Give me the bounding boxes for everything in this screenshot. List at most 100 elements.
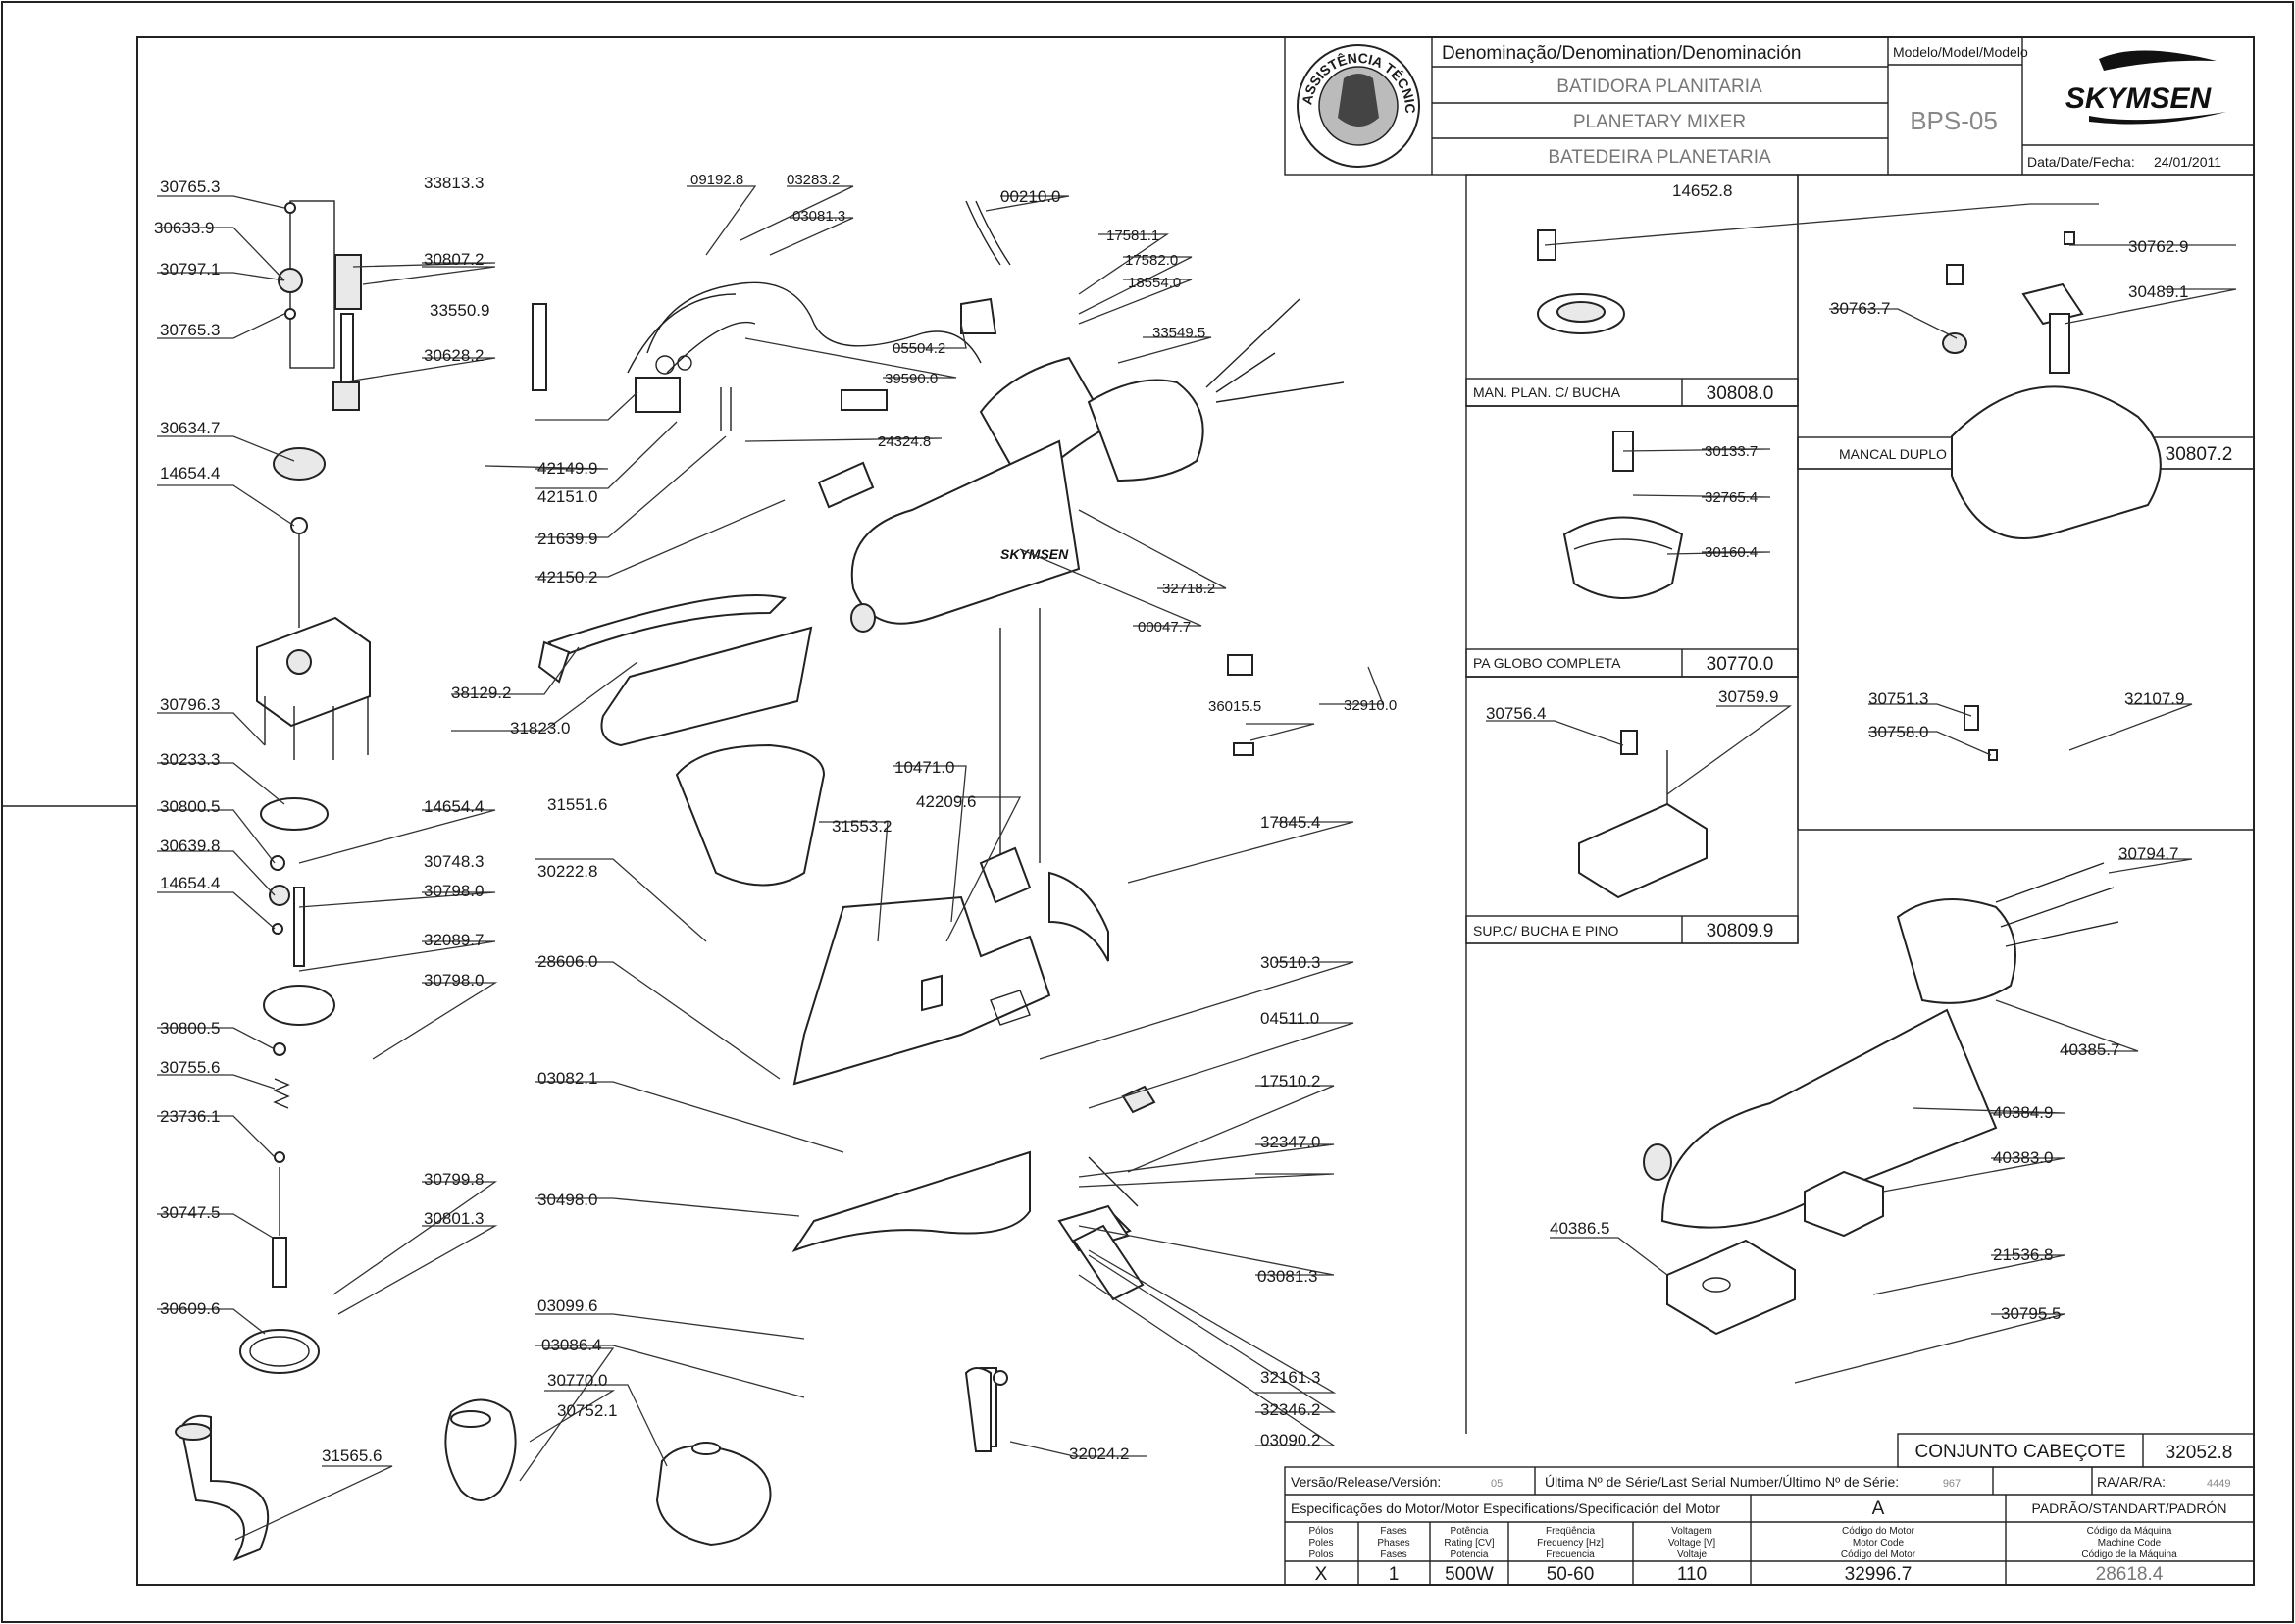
spec-values: X 1 500W 50-60 110 32996.7 28618.4 [1315, 1564, 2164, 1585]
authorized-service-seal: ASSISTÊNCIA TÉCNICA AUTORIZADA [0, 0, 1420, 168]
title-block: ASSISTÊNCIA TÉCNICA AUTORIZADA Denominaç… [0, 0, 2255, 176]
part-label: 33813.3 [424, 174, 484, 192]
svg-text:Código do Motor: Código do Motor [1842, 1526, 1915, 1537]
subassembly-1-name: MAN. PLAN. C/ BUCHA [1473, 384, 1621, 400]
subassembly-panels: MAN. PLAN. C/ BUCHA 30808.0 MANCAL DUPLO… [1465, 174, 2255, 1434]
subassembly-3-name: PA GLOBO COMPLETA [1473, 655, 1621, 671]
svg-text:28618.4: 28618.4 [2096, 1564, 2164, 1585]
svg-text:X: X [1315, 1564, 1328, 1585]
svg-text:Polos: Polos [1308, 1549, 1333, 1560]
part-label: 40386.5 [1550, 1219, 1609, 1238]
svg-text:Código de la Máquina: Código de la Máquina [2081, 1549, 2177, 1560]
part-label: 03082.1 [537, 1069, 597, 1088]
part-label: 30756.4 [1486, 704, 1546, 723]
part-label: 30634.7 [160, 419, 220, 437]
part-label: 30498.0 [537, 1191, 597, 1209]
part-label: 30795.5 [2001, 1304, 2061, 1323]
last-serial-value: 967 [1943, 1478, 1961, 1490]
svg-text:Código da Máquina: Código da Máquina [2087, 1526, 2172, 1537]
svg-text:Pólos: Pólos [1308, 1526, 1333, 1537]
part-label: 30133.7 [1705, 443, 1758, 460]
part-label: 30628.2 [424, 346, 484, 365]
part-label: 31551.6 [547, 795, 607, 814]
date-label: Data/Date/Fecha: [2027, 154, 2135, 170]
part-label: 03081.3 [792, 208, 845, 225]
part-label: 42209.6 [916, 792, 976, 811]
head-brand-mark: SKYMSEN [1000, 546, 1069, 562]
part-label: 04511.0 [1260, 1009, 1319, 1028]
part-label: 32089.7 [424, 931, 484, 949]
footer-spec-table: CONJUNTO CABEÇOTE 32052.8 Versão/Release… [1284, 1433, 2255, 1586]
svg-text:Fases: Fases [1380, 1526, 1406, 1537]
version-label: Versão/Release/Versión: [1291, 1474, 1441, 1490]
right-panel-parts [1537, 229, 2162, 1336]
name-es: BATIDORA PLANITARIA [1556, 76, 1762, 97]
part-label: 30747.5 [160, 1203, 220, 1222]
part-label: 31553.2 [832, 817, 892, 836]
svg-text:Potencia: Potencia [1451, 1549, 1489, 1560]
svg-text:Rating [CV]: Rating [CV] [1444, 1538, 1494, 1548]
part-label: 32024.2 [1069, 1445, 1129, 1463]
subassembly-4-name: SUP.C/ BUCHA E PINO [1473, 923, 1618, 939]
brand-logo: SKYMSEN [2066, 50, 2226, 125]
part-label: 31823.0 [510, 719, 570, 737]
svg-text:500W: 500W [1445, 1564, 1494, 1585]
part-label: 30800.5 [160, 797, 220, 816]
part-label: 39590.0 [885, 371, 938, 387]
part-label: 24324.8 [878, 433, 931, 450]
part-label: 38129.2 [451, 684, 511, 702]
part-label: 32765.4 [1705, 489, 1758, 506]
part-labels-center: 09192.8 03283.2 03081.3 00210.0 17581.1 … [451, 172, 1397, 1463]
part-label: 30796.3 [160, 695, 220, 714]
part-label: 30797.1 [160, 260, 220, 279]
svg-text:1: 1 [1389, 1564, 1400, 1585]
part-label: 17582.0 [1125, 252, 1178, 269]
part-label: 17510.2 [1260, 1072, 1320, 1091]
assembly-name: CONJUNTO CABEÇOTE [1914, 1442, 2125, 1462]
subassembly-1-code: 30808.0 [1707, 383, 1774, 404]
standard-label: PADRÃO/STANDART/PADRÓN [2032, 1500, 2227, 1516]
left-column-parts [175, 200, 547, 1561]
part-label: 30759.9 [1718, 687, 1778, 706]
part-label: 40384.9 [1993, 1103, 2053, 1122]
svg-text:Machine Code: Machine Code [2098, 1538, 2162, 1548]
part-label: 30798.0 [424, 971, 484, 990]
subassembly-3-code: 30770.0 [1707, 654, 1774, 675]
part-label: 14654.4 [160, 874, 220, 892]
svg-text:Voltagem: Voltagem [1671, 1526, 1712, 1537]
part-label: 30233.3 [160, 750, 220, 769]
part-label: 30765.3 [160, 321, 220, 339]
part-label: 14654.4 [424, 797, 484, 816]
part-label: 32347.0 [1260, 1133, 1320, 1151]
part-label: 00047.7 [1138, 619, 1191, 635]
part-label: 30222.8 [537, 862, 597, 881]
part-label: 05504.2 [892, 340, 945, 357]
part-label: 32346.2 [1260, 1400, 1320, 1419]
svg-text:Frecuencia: Frecuencia [1546, 1549, 1595, 1560]
part-label: 30489.1 [2128, 282, 2188, 301]
svg-text:Frequency [Hz]: Frequency [Hz] [1537, 1538, 1604, 1548]
svg-text:Código del Motor: Código del Motor [1841, 1549, 1916, 1560]
part-label: 33550.9 [430, 301, 489, 320]
part-label: 30807.2 [424, 250, 484, 269]
part-label: 30748.3 [424, 852, 484, 871]
part-label: 30160.4 [1705, 544, 1758, 561]
leader-lines [157, 185, 2237, 1541]
part-label: 32718.2 [1162, 581, 1215, 597]
part-label: 42151.0 [537, 487, 597, 506]
seal-text: ASSISTÊNCIA TÉCNICA AUTORIZADA [0, 0, 1418, 114]
part-label: 18554.0 [1128, 275, 1181, 291]
part-labels-left: 30765.3 33813.3 30633.9 30797.1 30807.2 … [154, 174, 489, 1465]
svg-text:SKYMSEN: SKYMSEN [2066, 82, 2213, 115]
part-label: 30765.3 [160, 178, 220, 196]
ra-value: 4449 [2207, 1478, 2230, 1490]
part-label: 30763.7 [1830, 299, 1890, 318]
part-label: 17581.1 [1106, 228, 1159, 244]
part-label: 14654.4 [160, 464, 220, 482]
date-value: 24/01/2011 [2154, 154, 2221, 170]
part-label: 30510.3 [1260, 953, 1320, 972]
part-label: 30798.0 [424, 882, 484, 900]
svg-text:Fases: Fases [1380, 1549, 1406, 1560]
svg-text:Potência: Potência [1451, 1526, 1489, 1537]
part-label: 30794.7 [2118, 844, 2178, 863]
